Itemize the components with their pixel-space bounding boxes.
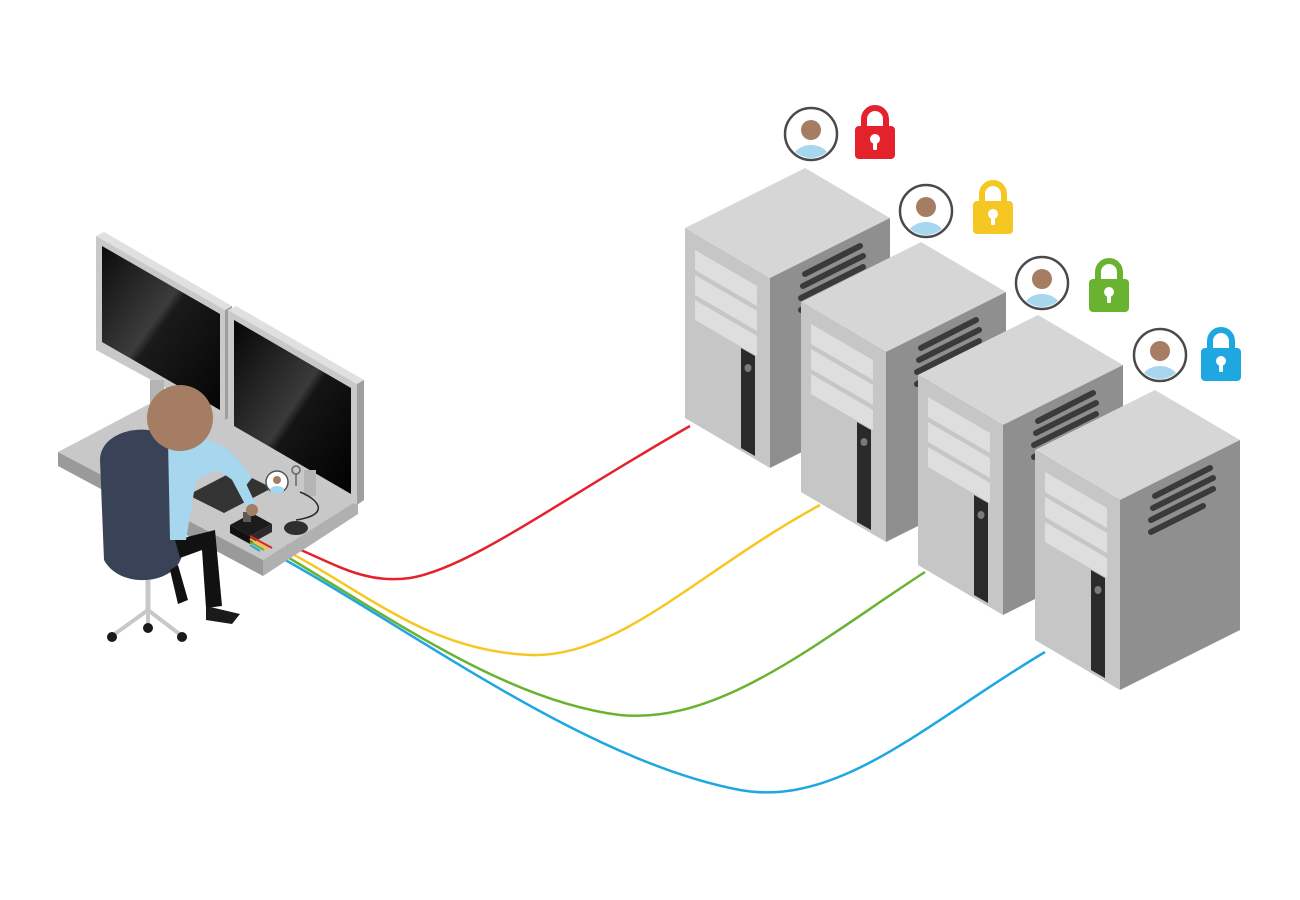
- padlock-icon: [855, 108, 895, 159]
- cable-green: [261, 540, 926, 718]
- monitor-right: [228, 306, 364, 505]
- user-icon: [1016, 257, 1068, 324]
- cable-red: [269, 424, 691, 581]
- user-icon: [785, 108, 837, 175]
- padlock-icon: [1201, 330, 1241, 381]
- mouse: [284, 521, 308, 535]
- padlock-icon: [973, 183, 1013, 234]
- office-chair: [100, 429, 187, 642]
- cable-yellow: [264, 503, 821, 657]
- person: [147, 385, 258, 624]
- workstation: [58, 232, 364, 642]
- monitor-left: [96, 232, 232, 420]
- cables: [257, 424, 1046, 794]
- cable-bundle: [249, 535, 273, 552]
- user-icon: [900, 185, 952, 252]
- padlock-icon: [1089, 261, 1129, 312]
- user-key-icon: [265, 465, 301, 494]
- server-4: [1035, 390, 1240, 690]
- cable-blue: [257, 543, 1046, 794]
- user-icon: [1134, 329, 1186, 396]
- keyboard: [188, 470, 272, 513]
